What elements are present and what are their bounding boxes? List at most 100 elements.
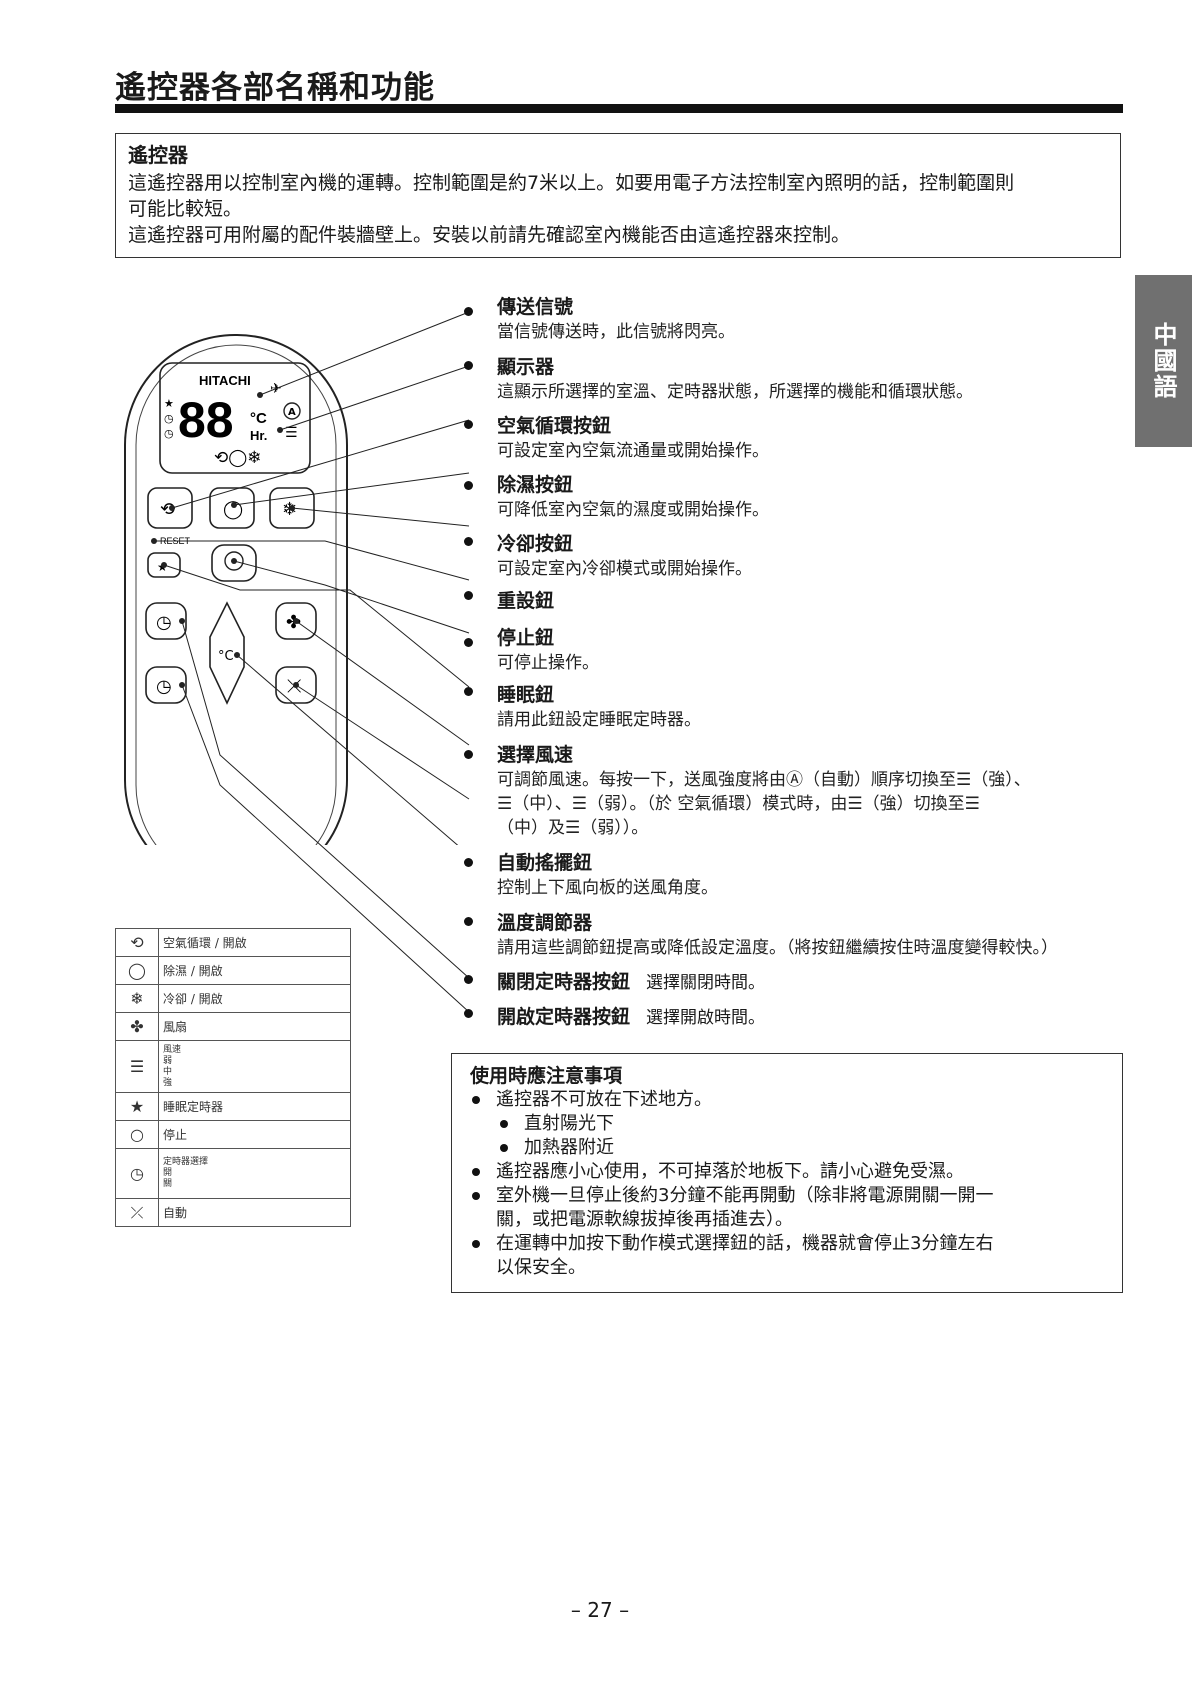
part-desc: 當信號傳送時，此信號將閃亮。 [497, 322, 735, 342]
legend-sub-label: 關 [163, 1179, 173, 1189]
remote-body [124, 334, 348, 845]
remote-brand: HITACHI [199, 373, 251, 388]
note-item: 室外機一旦停止後約3分鐘不能再開動（除非將電源開關一開一 [470, 1184, 1104, 1208]
circulation-icon: ⟲ [160, 499, 175, 520]
note-sub-item: 直射陽光下 [470, 1112, 1104, 1136]
sleep-button [147, 552, 181, 578]
legend-sub-label: 中 [163, 1066, 173, 1077]
note-item-cont: 關，或把電源軟線拔掉後再插進去）。 [496, 1209, 793, 1230]
part-name: 除濕按鈕 [497, 474, 574, 496]
language-tab: 中國語 [1135, 275, 1192, 447]
page-title: 遙控器各部名稱和功能 [115, 70, 435, 106]
part-desc: 控制上下風向板的送風角度。 [497, 878, 718, 898]
legend-row: ◯除濕 / 開啟 [115, 956, 351, 985]
part-name: 溫度調節器 [497, 912, 593, 934]
swing-icon: ⤫ [115, 1198, 159, 1227]
off-timer-button [145, 602, 187, 640]
legend-sub-label: 弱 [163, 1055, 173, 1066]
part-reset-button: 重設鈕 [497, 588, 554, 614]
display-unit-c: °C [250, 410, 267, 427]
legend-label: 睡眠定時器 [158, 1092, 351, 1121]
remote-body-inner [135, 344, 337, 845]
leader-lines [154, 311, 470, 845]
part-name: 關閉定時器按鈕 [497, 971, 631, 993]
part-desc: 請用這些調節鈕提高或降低設定溫度。（將按鈕繼續按住時溫度變得較快。） [497, 938, 1058, 958]
usage-notes-box: 使用時應注意事項 遙控器不可放在下述地方。 直射陽光下 加熱器附近 遙控器應小心… [451, 1053, 1123, 1293]
part-sleep-button: 睡眠鈕 請用此鈕設定睡眠定時器。 [497, 682, 701, 732]
part-fan-speed: 選擇風速 可調節風速。每按一下，送風強度將由Ⓐ（自動）順序切換至☰（強）、 ☰（… [497, 742, 1031, 840]
part-desc: 選擇關閉時間。 [646, 973, 766, 993]
bullet [464, 537, 473, 546]
legend-row: ✤風扇 [115, 1012, 351, 1041]
display-timer-icon-2: ◷ [164, 427, 174, 440]
timer-icon: ◷ [115, 1148, 159, 1199]
legend-row: ⟲空氣循環 / 開啟 [115, 928, 351, 957]
legend-label: 除濕 / 開啟 [158, 956, 351, 985]
legend-row: ○停止 [115, 1120, 351, 1149]
legend-sub-label: 強 [163, 1077, 173, 1088]
part-name: 顯示器 [497, 356, 555, 378]
timer-leader-lines [181, 620, 470, 1013]
part-desc: 可設定室內冷卻模式或開始操作。 [497, 559, 752, 579]
bullet [464, 591, 473, 600]
bullet [464, 687, 473, 696]
part-desc-2: ☰（中）、☰（弱）。（於 空氣循環）模式時，由☰（強）切換至☰ [497, 794, 980, 814]
part-desc: 這顯示所選擇的室溫、定時器狀態，所選擇的機能和循環狀態。 [497, 382, 973, 402]
part-desc: 可停止操作。 [497, 653, 599, 673]
legend-label: 空氣循環 / 開啟 [158, 928, 351, 957]
part-name: 睡眠鈕 [497, 684, 555, 706]
page-number: – 27 – [570, 1598, 630, 1622]
legend-label: 停止 [158, 1120, 351, 1149]
remote-diagram: HITACHI 88 °C Hr. ★ ◷ ◷ A ☰ ✈ ⟲◯❄ ⟲ ◯ ❄ … [124, 311, 470, 845]
part-cool-button: 冷卻按鈕 可設定室內冷卻模式或開始操作。 [497, 531, 752, 581]
display-auto-icon [283, 402, 301, 420]
intro-line-1: 這遙控器用以控制室內機的運轉。控制範圍是約7米以上。如要用電子方法控制室內照明的… [128, 172, 1015, 194]
part-stop-button: 停止鈕 可停止操作。 [497, 625, 599, 675]
part-desc-3: （中）及☰（弱））。 [497, 818, 649, 838]
display-timer-icon: ◷ [164, 412, 174, 425]
display-digits: 88 [178, 392, 234, 448]
legend-label: 冷卻 / 開啟 [158, 984, 351, 1013]
part-name: 停止鈕 [497, 627, 555, 649]
legend-row: ⤫自動 [115, 1198, 351, 1227]
display-frame [159, 362, 311, 474]
fan-speed-button [275, 602, 317, 640]
part-temperature: 溫度調節器 請用這些調節鈕提高或降低設定溫度。（將按鈕繼續按住時溫度變得較快。） [497, 910, 1058, 960]
on-timer-icon: ◷ [156, 676, 172, 697]
bullet [464, 361, 473, 370]
star-icon: ★ [115, 1092, 159, 1121]
temperature-unit-icon: °C [218, 649, 234, 664]
fan-icon: ✤ [115, 1012, 159, 1041]
part-name: 重設鈕 [497, 590, 555, 612]
part-desc: 可降低室內空氣的濕度或開始操作。 [497, 500, 769, 520]
dry-button [209, 487, 255, 529]
intro-box: 遙控器 這遙控器用以控制室內機的運轉。控制範圍是約7米以上。如要用電子方法控制室… [115, 133, 1121, 258]
part-desc: 可調節風速。每按一下，送風強度將由Ⓐ（自動）順序切換至☰（強）、 [497, 770, 1031, 790]
legend-row: ☰ 風速 弱 中 強 [115, 1040, 351, 1093]
part-on-timer: 開啟定時器按鈕選擇開啟時間。 [497, 1004, 765, 1031]
bullet [464, 750, 473, 759]
part-desc: 選擇開啟時間。 [646, 1008, 766, 1028]
legend-label: 自動 [158, 1198, 351, 1227]
dry-icon: ◯ [115, 956, 159, 985]
part-dry-button: 除濕按鈕 可降低室內空氣的濕度或開始操作。 [497, 472, 769, 522]
part-transmit-signal: 傳送信號 當信號傳送時，此信號將閃亮。 [497, 294, 735, 344]
bullet [464, 420, 473, 429]
display-fan-speed-icon: ☰ [285, 425, 298, 441]
fan-speed-icon: ☰ [115, 1040, 159, 1093]
legend-label: 定時器選擇 [163, 1157, 209, 1167]
display-unit-hr: Hr. [250, 428, 267, 443]
stop-icon [224, 551, 244, 571]
cool-button [269, 487, 315, 529]
off-timer-icon: ◷ [156, 612, 172, 633]
title-rule [115, 104, 1123, 113]
language-tab-label: 中國語 [1149, 322, 1177, 400]
stop-icon: ○ [115, 1120, 159, 1149]
legend-row: ★睡眠定時器 [115, 1092, 351, 1121]
stop-button [211, 544, 257, 582]
circulation-button [147, 487, 193, 529]
bullet [464, 975, 473, 984]
part-desc: 可設定室內空氣流通量或開始操作。 [497, 441, 769, 461]
part-name: 選擇風速 [497, 744, 574, 766]
intro-heading: 遙控器 [128, 143, 188, 167]
